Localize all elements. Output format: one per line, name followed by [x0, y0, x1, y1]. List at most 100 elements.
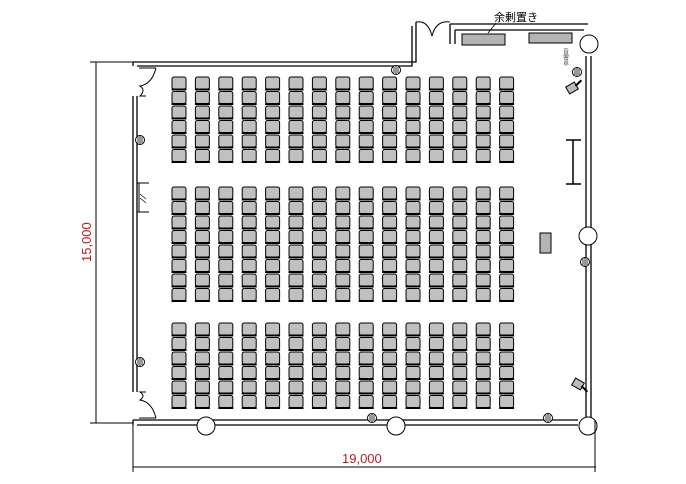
pillar: [578, 226, 598, 246]
chair: [194, 244, 210, 259]
chair: [311, 259, 327, 273]
chair: [194, 351, 210, 366]
chair: [475, 288, 491, 302]
chair: [405, 105, 421, 120]
chair: [428, 201, 444, 215]
chair: [475, 366, 491, 380]
door-left-bottom: [138, 391, 157, 419]
chair: [241, 259, 257, 273]
chair: [452, 395, 468, 409]
chair: [218, 76, 234, 91]
chair: [265, 273, 281, 288]
surplus-table: [528, 32, 573, 44]
chair: [405, 366, 421, 380]
chair: [335, 105, 351, 120]
chair: [288, 149, 304, 163]
chair: [311, 149, 327, 163]
chair: [311, 244, 327, 259]
chair: [452, 186, 468, 201]
chair: [241, 76, 257, 91]
sound-desk-label: 音響卓: [562, 47, 569, 67]
chair: [358, 105, 374, 120]
chair: [405, 201, 421, 215]
chair: [382, 273, 398, 288]
chair: [452, 120, 468, 134]
chair: [428, 105, 444, 120]
speaker-bottom: [570, 377, 589, 393]
chair: [265, 120, 281, 134]
chair: [382, 288, 398, 302]
chair: [475, 322, 491, 337]
chair: [382, 244, 398, 259]
chair: [265, 351, 281, 366]
chair: [499, 134, 515, 149]
chair: [475, 134, 491, 149]
chair: [405, 76, 421, 91]
chair: [358, 186, 374, 201]
chair: [218, 322, 234, 337]
chair: [405, 273, 421, 288]
chair: [288, 288, 304, 302]
chair: [288, 120, 304, 134]
chair: [358, 230, 374, 244]
chair: [358, 201, 374, 215]
chair: [335, 134, 351, 149]
lectern: [539, 232, 552, 254]
chair: [288, 201, 304, 215]
chair: [382, 91, 398, 105]
chair: [452, 351, 468, 366]
chair: [499, 120, 515, 134]
chair: [241, 351, 257, 366]
chair: [194, 366, 210, 380]
chair: [241, 120, 257, 134]
chair: [452, 230, 468, 244]
chair: [428, 395, 444, 409]
chair: [452, 259, 468, 273]
chair: [382, 105, 398, 120]
chair: [475, 105, 491, 120]
chair: [428, 366, 444, 380]
chair: [265, 337, 281, 351]
chair: [335, 230, 351, 244]
chair: [218, 149, 234, 163]
chair: [475, 259, 491, 273]
chair: [475, 186, 491, 201]
chair: [288, 215, 304, 230]
chair: [428, 76, 444, 91]
chair: [475, 201, 491, 215]
columns: [196, 34, 599, 436]
chair: [335, 149, 351, 163]
chair: [452, 322, 468, 337]
chair: [311, 351, 327, 366]
chair: [218, 337, 234, 351]
chair: [311, 186, 327, 201]
chair: [171, 288, 187, 302]
chair: [218, 215, 234, 230]
outlet-icon: [543, 413, 553, 423]
chair: [218, 366, 234, 380]
chair: [171, 380, 187, 395]
outlet-icon: [367, 413, 377, 423]
chair: [335, 76, 351, 91]
chair: [171, 259, 187, 273]
chair: [265, 395, 281, 409]
chair: [452, 76, 468, 91]
chair: [428, 322, 444, 337]
pillar: [579, 34, 599, 54]
chair: [218, 380, 234, 395]
outlet-icon: [135, 135, 145, 145]
chair: [171, 337, 187, 351]
chair: [335, 259, 351, 273]
chair: [311, 134, 327, 149]
chair: [241, 149, 257, 163]
chair: [499, 366, 515, 380]
chair: [265, 230, 281, 244]
chair: [358, 215, 374, 230]
chair: [382, 259, 398, 273]
chair: [218, 134, 234, 149]
chair: [194, 259, 210, 273]
chair: [265, 105, 281, 120]
chair: [194, 149, 210, 163]
chair: [335, 244, 351, 259]
